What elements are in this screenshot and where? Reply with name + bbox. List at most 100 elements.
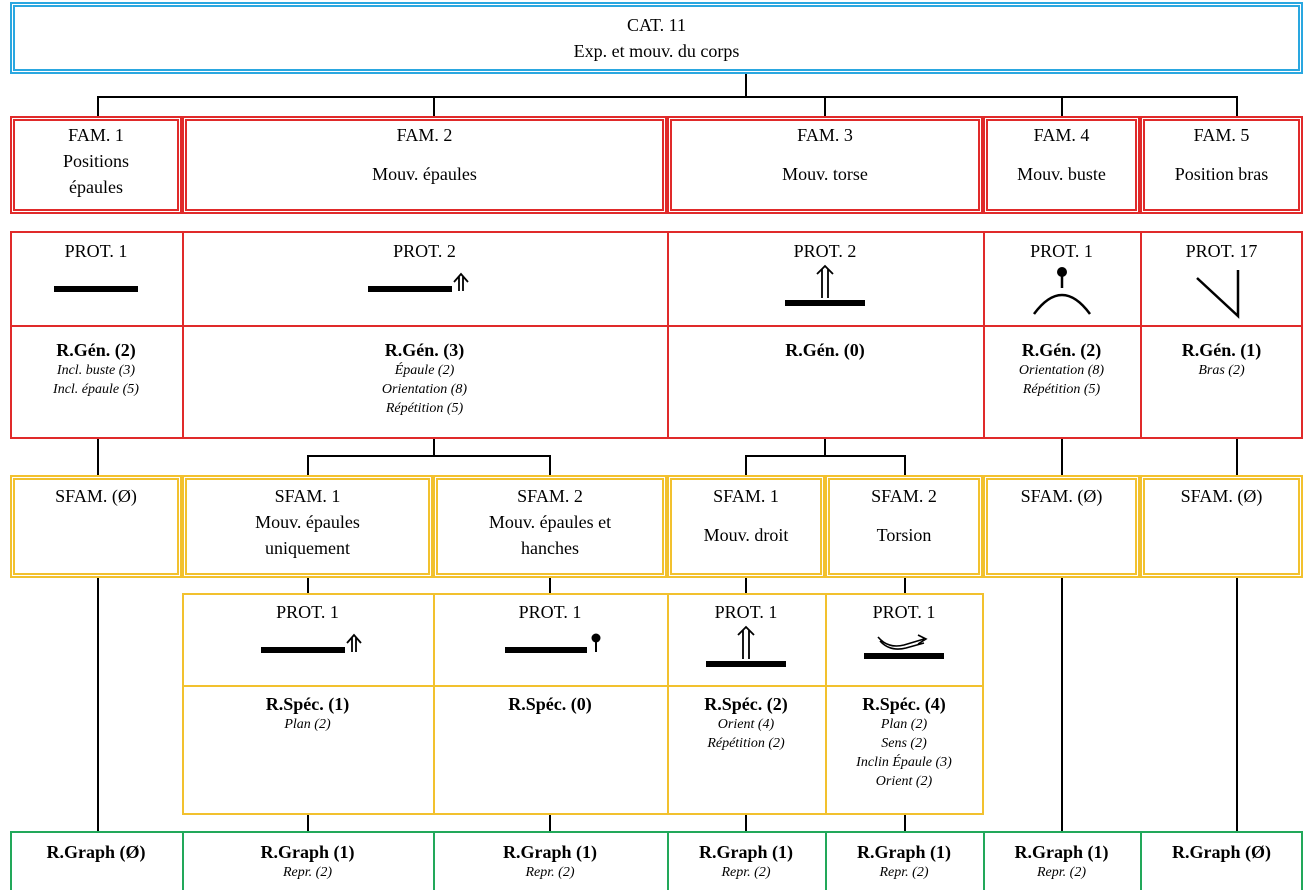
rule-title: R.Spéc. (0) (508, 694, 592, 714)
table-divider (182, 831, 184, 890)
rule-item: Plan (2) (880, 717, 928, 732)
family-box: FAM. 1 Positions épaules (10, 116, 182, 214)
prototype-cell: PROT. 17 (1140, 233, 1303, 325)
family-name: Mouv. torse (782, 164, 868, 184)
family-code: FAM. 5 (1193, 125, 1250, 145)
rule-title: R.Graph (Ø) (1172, 842, 1271, 862)
table-divider (983, 831, 985, 890)
subfamily-name: Mouv. épaules et hanches (488, 512, 612, 558)
rule-item: Inclin Épaule (3) (856, 755, 952, 770)
specific-rules-cell: R.Spéc. (2) Orient (4) Répétition (2) (667, 693, 825, 813)
rule-title: R.Gén. (2) (56, 340, 136, 360)
prototype-cell: PROT. 1 (182, 595, 433, 685)
family-name: Mouv. épaules (372, 164, 477, 184)
rule-item: Orient (4) (717, 717, 775, 732)
connector-line (549, 815, 551, 831)
subfamily-code: SFAM. 2 (871, 486, 937, 506)
rule-item: Orientation (8) (381, 382, 468, 397)
family-code: FAM. 3 (797, 125, 853, 145)
general-rules-cell: R.Gén. (1) Bras (2) (1140, 339, 1303, 437)
connector-line (1061, 439, 1063, 475)
prototype-cell: PROT. 1 (10, 233, 182, 325)
connector-line (904, 455, 906, 475)
bar-pin-icon (505, 633, 601, 653)
subfamily-prototype-table (182, 593, 984, 815)
family-code: FAM. 4 (1033, 125, 1090, 145)
rule-item: Incl. épaule (5) (53, 382, 139, 397)
rule-item: Orientation (8) (1018, 363, 1105, 378)
prototype-label: PROT. 1 (276, 602, 339, 622)
connector-line (745, 74, 747, 98)
table-divider (667, 231, 669, 439)
table-divider (433, 831, 435, 890)
family-name: Positions épaules (62, 151, 130, 197)
rule-title: R.Graph (1) (1014, 842, 1109, 862)
rule-item: Repr. (2) (1037, 865, 1086, 880)
connector-line (307, 815, 309, 831)
family-prototype-table (10, 231, 1303, 439)
prototype-label: PROT. 1 (872, 602, 936, 622)
prototype-cell: PROT. 1 (983, 233, 1140, 325)
graph-rules-table (10, 831, 1303, 890)
table-divider (433, 593, 435, 815)
subfamily-name: Mouv. droit (703, 525, 789, 545)
rule-item: Orient (2) (875, 774, 933, 789)
rule-item: Épaule (2) (394, 363, 455, 378)
subfamily-code: SFAM. (Ø) (1020, 486, 1103, 506)
category-code: CAT. 11 (626, 15, 686, 35)
connector-line (904, 578, 906, 593)
rule-item: Sens (2) (881, 736, 927, 751)
general-rules-cell: R.Gén. (2) Orientation (8) Répétition (5… (983, 339, 1140, 437)
specific-rules-cell: R.Spéc. (4) Plan (2) Sens (2) Inclin Épa… (825, 693, 983, 813)
connector-line (745, 815, 747, 831)
rule-item: Incl. buste (3) (56, 363, 136, 378)
prototype-cell: PROT. 2 (182, 233, 667, 325)
table-divider (182, 685, 984, 687)
diagonal-vertical-icon (1195, 270, 1239, 319)
connector-line (824, 96, 826, 116)
graph-rules-cell: R.Graph (1) Repr. (2) (182, 841, 433, 890)
specific-rules-cell: R.Spéc. (1) Plan (2) (182, 693, 433, 813)
subfamily-code: SFAM. 1 (713, 486, 779, 506)
subfamily-box: SFAM. (Ø) (10, 475, 182, 578)
prototype-cell: PROT. 1 (667, 595, 825, 685)
family-box: FAM. 3 Mouv. torse (667, 116, 983, 214)
bar-arrow-up-icon (367, 272, 469, 292)
connector-line (307, 455, 309, 475)
specific-rules-cell: R.Spéc. (0) (433, 693, 667, 813)
prototype-cell: PROT. 1 (825, 595, 983, 685)
prototype-label: PROT. 1 (714, 602, 778, 622)
dot-over-arc-icon (1032, 267, 1091, 315)
prototype-label: PROT. 1 (64, 241, 128, 261)
rule-title: R.Gén. (3) (384, 340, 465, 360)
graph-rules-cell: R.Graph (1) Repr. (2) (667, 841, 825, 890)
table-divider (825, 831, 827, 890)
connector-line (307, 455, 551, 457)
connector-line (1236, 96, 1238, 116)
table-divider (983, 231, 985, 439)
rule-title: R.Gén. (0) (785, 340, 865, 360)
graph-rules-cell: R.Graph (Ø) (10, 841, 182, 890)
family-code: FAM. 2 (396, 125, 453, 145)
rule-title: R.Gén. (1) (1181, 340, 1262, 360)
connector-line (549, 455, 551, 475)
connector-line (1061, 96, 1063, 116)
family-box: FAM. 5 Position bras (1140, 116, 1303, 214)
prototype-label: PROT. 1 (1030, 241, 1093, 261)
connector-line (824, 439, 826, 457)
subfamily-code: SFAM. 1 (274, 486, 341, 506)
family-box: FAM. 4 Mouv. buste (983, 116, 1140, 214)
subfamily-box: SFAM. (Ø) (983, 475, 1140, 578)
rule-title: R.Graph (1) (260, 842, 355, 862)
family-name: Mouv. buste (1017, 164, 1106, 184)
prototype-cell: PROT. 2 (667, 233, 983, 325)
subfamily-box: SFAM. (Ø) (1140, 475, 1303, 578)
connector-line (549, 578, 551, 593)
prototype-label: PROT. 17 (1185, 241, 1258, 261)
prototype-label: PROT. 2 (393, 241, 456, 261)
table-divider (667, 593, 669, 815)
graph-rules-cell: R.Graph (1) Repr. (2) (433, 841, 667, 890)
graph-rules-cell: R.Graph (1) Repr. (2) (825, 841, 983, 890)
connector-line (97, 439, 99, 475)
